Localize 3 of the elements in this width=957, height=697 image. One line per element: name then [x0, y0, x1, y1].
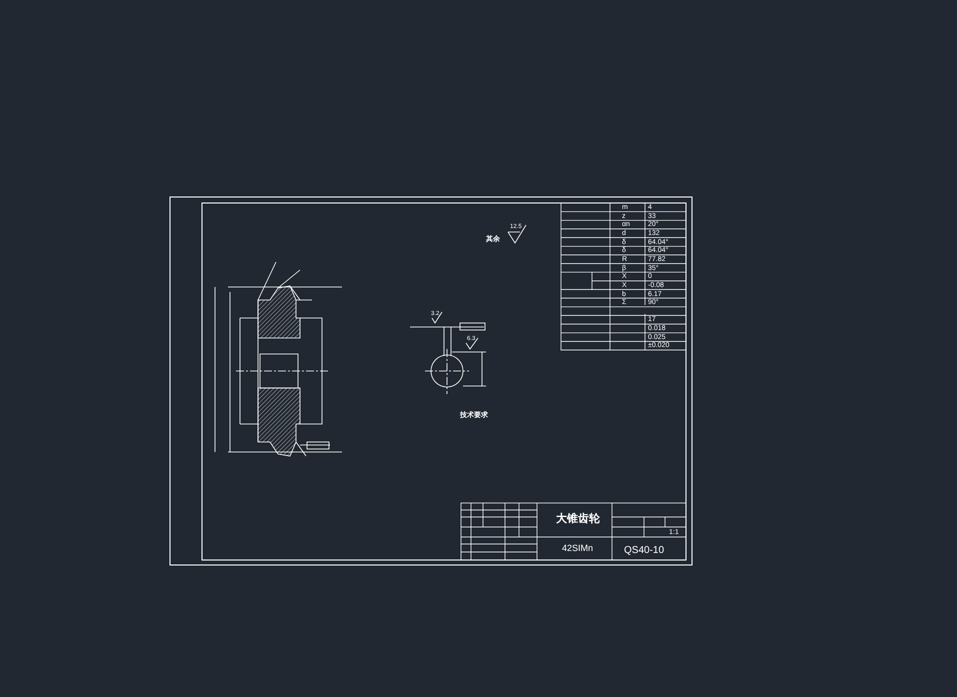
drawing-number: QS40-10: [624, 545, 664, 556]
material-name: 42SIMn: [562, 543, 594, 553]
part-name: 大锥齿轮: [556, 513, 600, 525]
